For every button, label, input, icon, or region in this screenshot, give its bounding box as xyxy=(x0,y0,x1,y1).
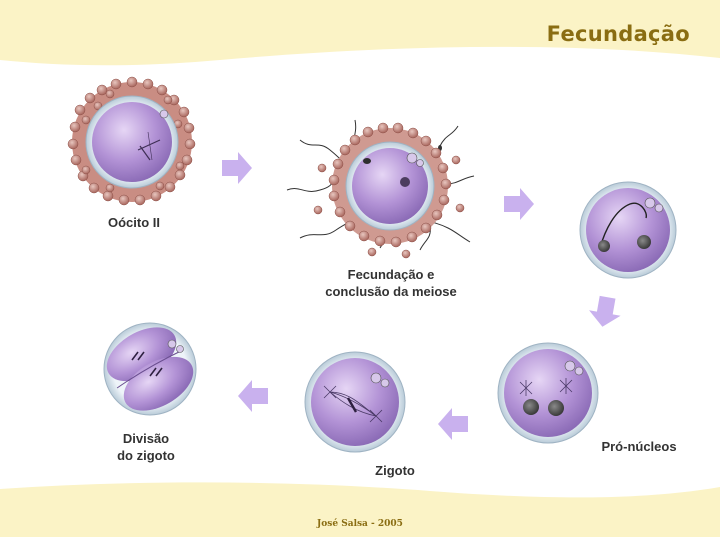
fertilized-egg xyxy=(580,182,676,278)
arrow-3 xyxy=(587,294,624,329)
arrow-1 xyxy=(222,152,252,184)
arrow-2 xyxy=(504,188,534,220)
label-zigoto-text: Zigoto xyxy=(375,463,415,478)
label-fecundacao-line1: Fecundação e xyxy=(316,266,466,283)
label-oocito-ii-text: Oócito II xyxy=(108,215,160,230)
pronuclei-stage xyxy=(498,343,598,443)
zygote xyxy=(305,352,405,452)
zygote-division xyxy=(98,316,203,422)
label-zigoto: Zigoto xyxy=(360,462,430,479)
fertilization xyxy=(287,120,474,258)
label-pronucleos-text: Pró-núcleos xyxy=(601,439,676,454)
label-divisao-line1: Divisão xyxy=(106,430,186,447)
label-fecundacao: Fecundação e conclusão da meiose xyxy=(316,266,466,300)
label-fecundacao-line2: conclusão da meiose xyxy=(316,283,466,300)
label-divisao: Divisão do zigoto xyxy=(106,430,186,464)
oocyte-ii xyxy=(68,77,195,205)
arrow-4 xyxy=(438,408,468,440)
label-pronucleos: Pró-núcleos xyxy=(584,438,694,455)
label-oocito-ii: Oócito II xyxy=(92,214,176,231)
arrow-5 xyxy=(238,380,268,412)
label-divisao-line2: do zigoto xyxy=(106,447,186,464)
